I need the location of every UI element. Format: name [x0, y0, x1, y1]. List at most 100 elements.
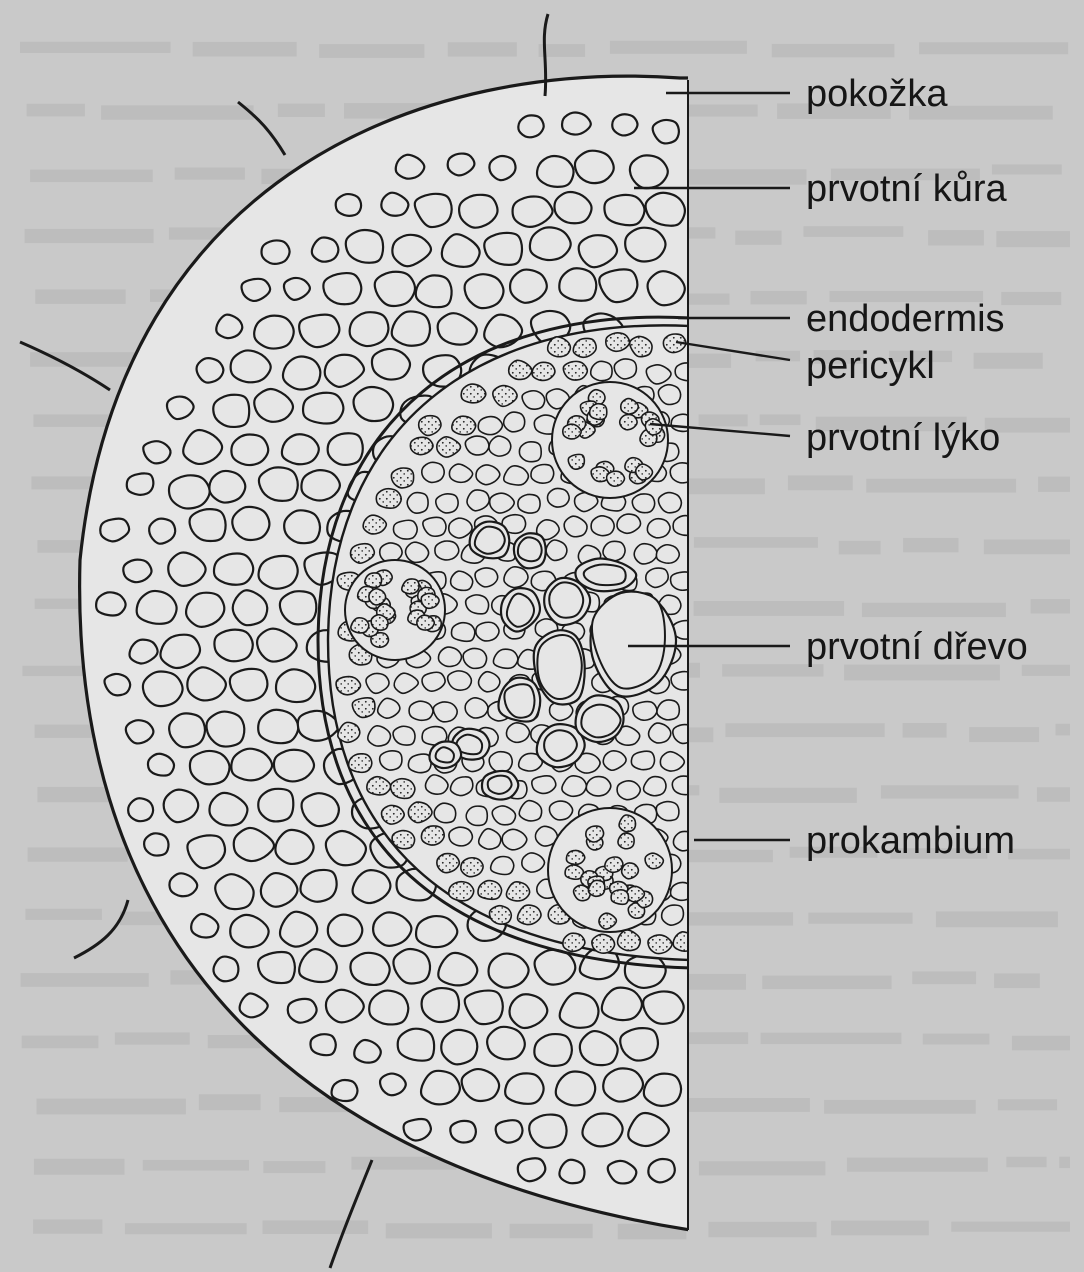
pericycle-cell — [437, 854, 459, 873]
pericycle-cell — [563, 361, 587, 380]
cortex-cell — [207, 712, 245, 747]
cortex-cell — [232, 507, 269, 540]
phloem-cell — [586, 826, 604, 842]
cortex-cell — [328, 433, 363, 465]
cortex-cell — [144, 833, 168, 855]
cortex-cell — [556, 1072, 595, 1106]
cortex-cell — [518, 1158, 546, 1181]
stele-cell — [617, 781, 640, 800]
phloem-cell — [369, 589, 386, 605]
stele-cell — [591, 361, 612, 380]
cortex-cell — [169, 475, 210, 508]
stele-cell — [506, 723, 529, 742]
cortex-cell — [332, 1080, 358, 1101]
cortex-cell — [274, 750, 314, 782]
pericycle-cell — [573, 338, 596, 357]
stele-cell — [673, 516, 696, 536]
cortex-cell — [123, 560, 151, 583]
cortex-cell — [280, 591, 316, 624]
phloem-cell — [417, 615, 434, 630]
cortex-cell — [231, 435, 268, 466]
cortex-cell — [336, 194, 361, 216]
stele-cell — [504, 412, 525, 432]
cortex-cell — [644, 1074, 681, 1106]
stele-cell — [634, 544, 657, 564]
cortex-cell — [559, 268, 596, 301]
cortex-cell — [190, 509, 226, 541]
stele-cell — [478, 417, 502, 435]
cortex-cell — [534, 1034, 572, 1066]
cortex-cell — [369, 991, 408, 1025]
stele-cell — [465, 436, 489, 455]
cortex-cell — [612, 114, 637, 135]
stele-cell — [658, 385, 680, 405]
cortex-cell — [416, 916, 457, 947]
xylem-vessel — [584, 565, 626, 586]
cortex-cell — [254, 316, 294, 349]
stele-cell — [449, 827, 472, 846]
stele-cell — [436, 494, 458, 513]
stele-cell — [422, 462, 444, 482]
stele-cell — [614, 359, 636, 379]
cortex-cell — [603, 1068, 643, 1101]
root-hair — [74, 900, 128, 958]
cortex-cell — [398, 1029, 434, 1061]
label-prvotni-drevo: prvotní dřevo — [806, 626, 1028, 668]
cortex-cell — [529, 1115, 566, 1148]
stele-cell — [672, 776, 694, 795]
stele-cell — [463, 648, 486, 668]
cortex-cell — [280, 912, 317, 947]
stele-cell — [671, 672, 692, 690]
pericycle-cell — [449, 882, 474, 901]
cortex-cell — [653, 120, 679, 143]
cortex-cell — [416, 275, 452, 307]
cortex-cell — [275, 830, 313, 864]
cortex-cell — [537, 156, 574, 187]
stele-cell — [656, 545, 679, 563]
cortex-cell — [510, 270, 547, 303]
cortex-cell — [197, 358, 224, 382]
pericycle-cell — [336, 677, 360, 695]
stele-cell — [475, 568, 498, 587]
stele-cell — [466, 806, 487, 825]
phloem-cell — [351, 618, 369, 633]
cortex-cell — [105, 674, 131, 695]
stele-cell — [433, 702, 457, 722]
stele-cell — [489, 436, 511, 456]
cortex-cell — [620, 1028, 658, 1060]
phloem-cell — [365, 573, 382, 587]
stele-cell — [438, 647, 461, 666]
phloem-cell — [568, 454, 584, 469]
phloem-cell — [620, 415, 637, 430]
stele-cell — [633, 702, 657, 721]
cortex-cell — [496, 1120, 523, 1142]
cortex-cell — [625, 228, 665, 262]
stele-cell — [586, 777, 611, 796]
cortex-cell — [489, 156, 515, 180]
label-pericykl: pericykl — [806, 345, 935, 387]
phloem-cell — [563, 424, 581, 439]
phloem-cell — [611, 890, 628, 904]
stele-cell — [631, 751, 654, 769]
cortex-cell — [375, 272, 415, 306]
cortex-cell — [127, 473, 154, 494]
pericycle-cell — [507, 882, 530, 901]
stele-cell — [476, 622, 499, 641]
xylem-vessel — [504, 684, 534, 718]
xylem-vessel — [488, 776, 512, 794]
cortex-cell — [530, 227, 571, 260]
stele-cell — [393, 520, 417, 539]
phloem-cell — [645, 419, 662, 435]
pericycle-cell — [532, 362, 555, 380]
phloem-cell — [590, 404, 607, 420]
stele-cell — [671, 572, 694, 590]
stele-cell — [409, 701, 433, 720]
phloem-cell — [607, 471, 625, 486]
cortex-cell — [312, 237, 338, 261]
cortex-cell — [422, 988, 459, 1022]
cortex-cell — [487, 1027, 525, 1059]
xylem-vessel — [549, 582, 583, 617]
xylem-vessel — [518, 537, 542, 561]
cortex-cell — [559, 1160, 584, 1183]
